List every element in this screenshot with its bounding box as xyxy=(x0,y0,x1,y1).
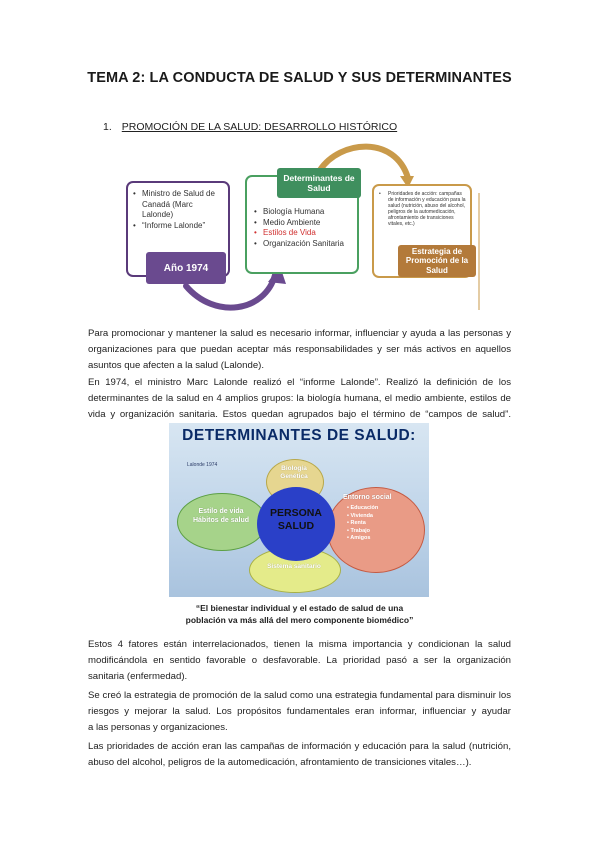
paragraph-4: Se creó la estrategia de promoción de la… xyxy=(88,688,511,720)
p3-line: Estos 4 fatores están interrelacionados,… xyxy=(88,639,511,650)
paragraph-1-end: asuntos que afecten a la salud (Lalonde)… xyxy=(88,360,265,371)
lalonde-year-label: Lalonde 1974 xyxy=(187,462,218,468)
section-heading: 1. PROMOCIÓN DE LA SALUD: DESARROLLO HIST… xyxy=(103,121,397,133)
p1-line: Para promocionar y mantener la salud es … xyxy=(88,328,503,339)
paragraph-5-end: abuso del alcohol, peligros de la autome… xyxy=(88,757,472,768)
entorno-item: Vivienda xyxy=(347,513,378,521)
paragraph-1: Para promocionar y mantener la salud es … xyxy=(88,326,511,358)
determinantes-image: DETERMINANTES DE SALUD: Lalonde 1974 Bio… xyxy=(169,423,429,597)
determinante-item: Biología Humana xyxy=(254,207,351,218)
informe-item: “Informe Lalonde” xyxy=(133,221,222,232)
tab-estrategia: Estrategia de Promoción de la Salud xyxy=(398,245,476,277)
paragraph-5: Las prioridades de acción eran las campa… xyxy=(88,739,511,755)
arrow-1974-to-determinantes xyxy=(183,272,278,311)
sistema-label: Sistema sanitario xyxy=(267,563,321,570)
minister-item: Ministro de Salud de Canadá (Marc Lalond… xyxy=(133,189,222,221)
p3-line: modificándola en sentido favorable o des… xyxy=(88,655,511,666)
p2-line: En 1974, el ministro Marc Lalonde realiz… xyxy=(88,377,511,388)
arrowhead-2 xyxy=(400,176,414,188)
tab-determinantes: Determinantes de Salud xyxy=(277,168,361,198)
prioridades-item: Prioridades de acción: campañas de infor… xyxy=(379,191,466,227)
p2-line: de vida y organización sanitaria. Estos … xyxy=(88,393,511,420)
entorno-list: Educación Vivienda Renta Trabajo Amigos xyxy=(347,505,378,543)
p2-line: determinantes de la salud en 4 amplios g… xyxy=(88,393,498,404)
p4-line: los riesgos y mejorar la salud. Los prop… xyxy=(88,690,512,717)
p5-line: Las prioridades de acción eran las campa… xyxy=(88,741,511,752)
arrow-determinantes-to-estrategia xyxy=(317,143,411,181)
determinante-item: Medio Ambiente xyxy=(254,218,351,229)
entorno-item: Trabajo xyxy=(347,528,378,536)
p4-line: Se creó la estrategia de promoción de la… xyxy=(88,690,496,701)
p1-line: y organizaciones para que puedan aceptar… xyxy=(88,328,511,355)
entorno-item: Amigos xyxy=(347,535,378,543)
section-title: PROMOCIÓN DE LA SALUD: DESARROLLO HISTÓR… xyxy=(121,121,398,133)
paragraph-3: Estos 4 fatores están interrelacionados,… xyxy=(88,637,511,669)
tab-year-1974: Año 1974 xyxy=(146,252,226,284)
paragraph-4-end: a las personas y organizaciones. xyxy=(88,722,228,733)
entorno-label: Entorno social xyxy=(343,494,392,501)
entorno-item: Educación xyxy=(347,505,378,513)
paragraph-3-end: sanitaria (enfermedad). xyxy=(88,671,188,682)
entorno-item: Renta xyxy=(347,520,378,528)
determinantes-header: DETERMINANTES DE SALUD: xyxy=(182,427,416,444)
page-title: TEMA 2: LA CONDUCTA DE SALUD Y SUS DETER… xyxy=(87,70,512,86)
determinantes-quote: “El bienestar individual y el estado de … xyxy=(185,603,414,625)
determinante-item: Organización Sanitaria xyxy=(254,239,351,250)
persona-circle xyxy=(257,487,335,561)
determinante-item-highlight: Estilos de Vida xyxy=(254,228,351,239)
section-number: 1. xyxy=(103,121,112,133)
estilo-circle xyxy=(177,493,267,551)
paragraph-2: En 1974, el ministro Marc Lalonde realiz… xyxy=(88,375,511,423)
